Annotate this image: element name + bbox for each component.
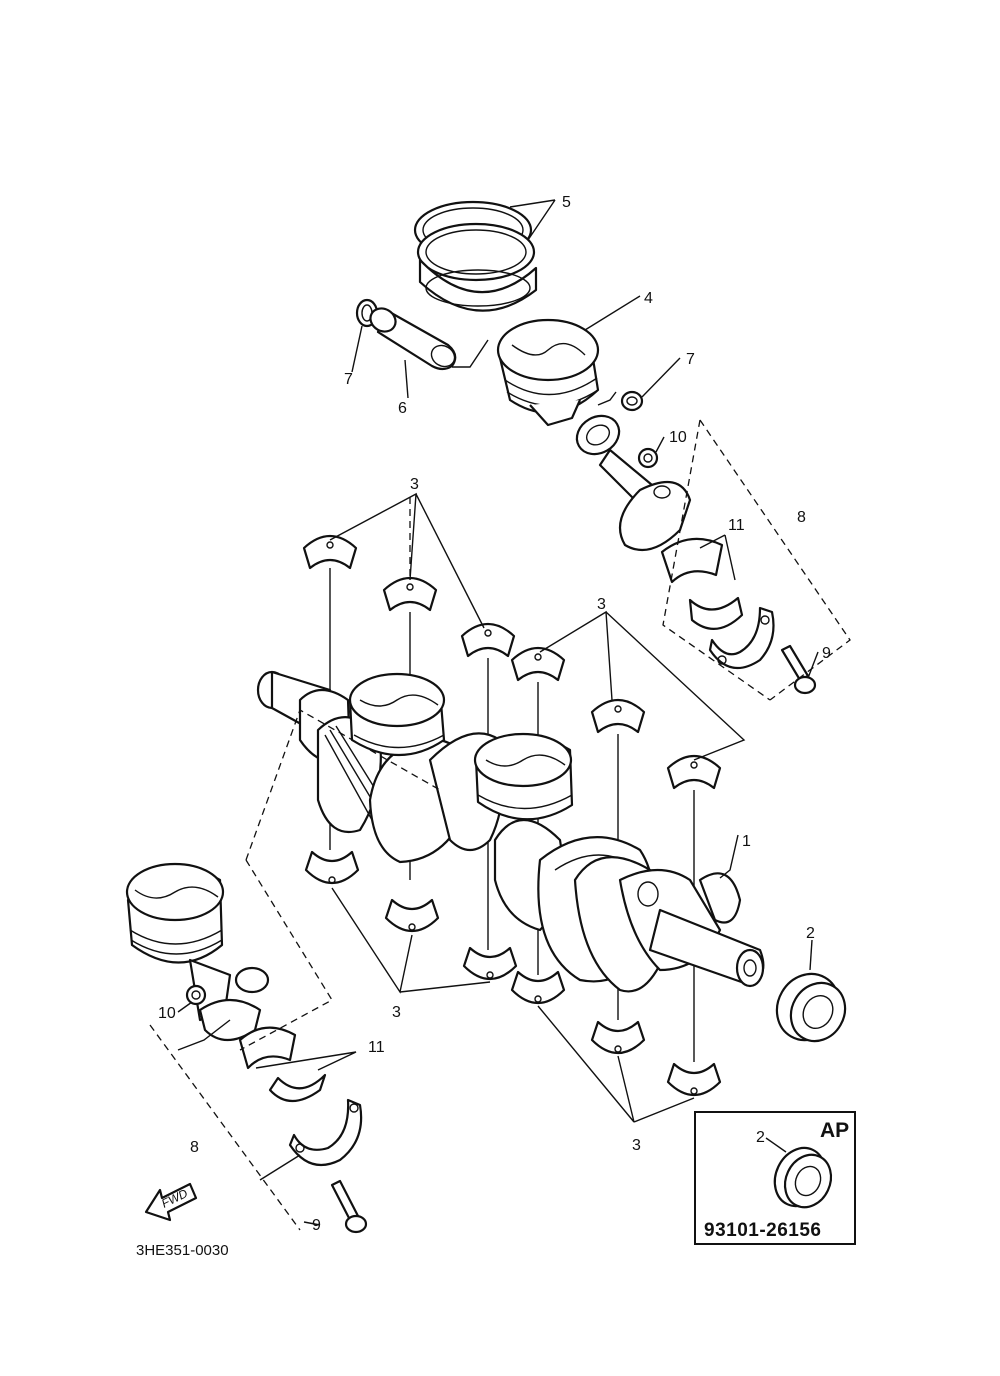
- piston-top: [496, 318, 600, 427]
- ap-box-title: AP: [820, 1119, 849, 1142]
- callout-10-upper: 10: [669, 429, 687, 446]
- callout-11-upper: 11: [728, 517, 745, 534]
- callout-7-left: 7: [344, 371, 353, 388]
- main-bearing-upper-1: [302, 535, 358, 570]
- main-bearing-upper-6: [666, 755, 722, 790]
- clip-leader: [597, 391, 617, 406]
- pin-leader: [452, 339, 489, 368]
- callout-1: 1: [742, 833, 751, 850]
- piston-lower-left: [125, 862, 225, 964]
- main-bearing-lower-3: [462, 946, 518, 980]
- main-bearing-upper-3: [460, 623, 516, 658]
- callout-2: 2: [806, 925, 815, 942]
- callout-8-upper: 8: [797, 509, 806, 526]
- callout-4: 4: [644, 290, 653, 307]
- nut-top: [637, 447, 659, 469]
- callout-3-low-left: 3: [392, 1004, 401, 1021]
- drawing-code: 3HE351-0030: [136, 1242, 229, 1259]
- ap-box-callout: 2: [756, 1129, 765, 1146]
- big-end-bearing-lower-upper: [238, 1026, 297, 1070]
- piston-pin-clip-right: [620, 390, 644, 412]
- callout-6: 6: [398, 400, 407, 417]
- rod-bolt-lower: [330, 1179, 368, 1234]
- callout-8-lower: 8: [190, 1139, 199, 1156]
- callout-9-upper: 9: [822, 645, 831, 662]
- oil-seal: [775, 972, 847, 1043]
- main-bearing-lower-5: [590, 1020, 646, 1054]
- piston-ring-set: [413, 200, 538, 312]
- forward-arrow-icon: FWD: [144, 1182, 198, 1222]
- callout-10-lower: 10: [158, 1005, 176, 1022]
- big-end-bearing-top-upper: [660, 537, 724, 584]
- main-bearing-upper-4: [510, 647, 566, 682]
- big-end-bearing-top-lower: [688, 596, 744, 630]
- main-bearing-lower-6: [666, 1062, 722, 1096]
- main-bearing-lower-4: [510, 970, 566, 1004]
- callout-3-mid: 3: [597, 596, 606, 613]
- piston-crank-1: [348, 672, 446, 756]
- main-bearing-upper-2: [382, 577, 438, 612]
- callout-11-lower: 11: [368, 1039, 385, 1056]
- main-bearing-upper-5: [590, 699, 646, 734]
- main-bearing-lower-1: [304, 850, 360, 884]
- ap-oil-seal: [773, 1146, 833, 1209]
- main-bearing-lower-2: [384, 898, 440, 932]
- callout-5: 5: [562, 194, 571, 211]
- callout-7-right: 7: [686, 351, 695, 368]
- big-end-bearing-lower-lower: [268, 1073, 327, 1103]
- connecting-rod-lower: [188, 958, 270, 1042]
- piston-crank-2: [473, 732, 574, 821]
- callout-3-low-right: 3: [632, 1137, 641, 1154]
- rod-cap-top: [708, 606, 775, 670]
- piston-pin: [369, 307, 457, 371]
- callout-9-lower: 9: [312, 1217, 321, 1234]
- nut-lower: [185, 984, 207, 1006]
- callout-3-top: 3: [410, 476, 419, 493]
- crankshaft: [256, 670, 765, 993]
- rod-cap-lower: [288, 1098, 363, 1167]
- ap-part-number: 93101-26156: [704, 1220, 822, 1241]
- rod-bolt-top: [780, 644, 817, 695]
- connecting-rod-top: [575, 414, 692, 552]
- ap-box: AP 2 93101-26156: [694, 1111, 856, 1245]
